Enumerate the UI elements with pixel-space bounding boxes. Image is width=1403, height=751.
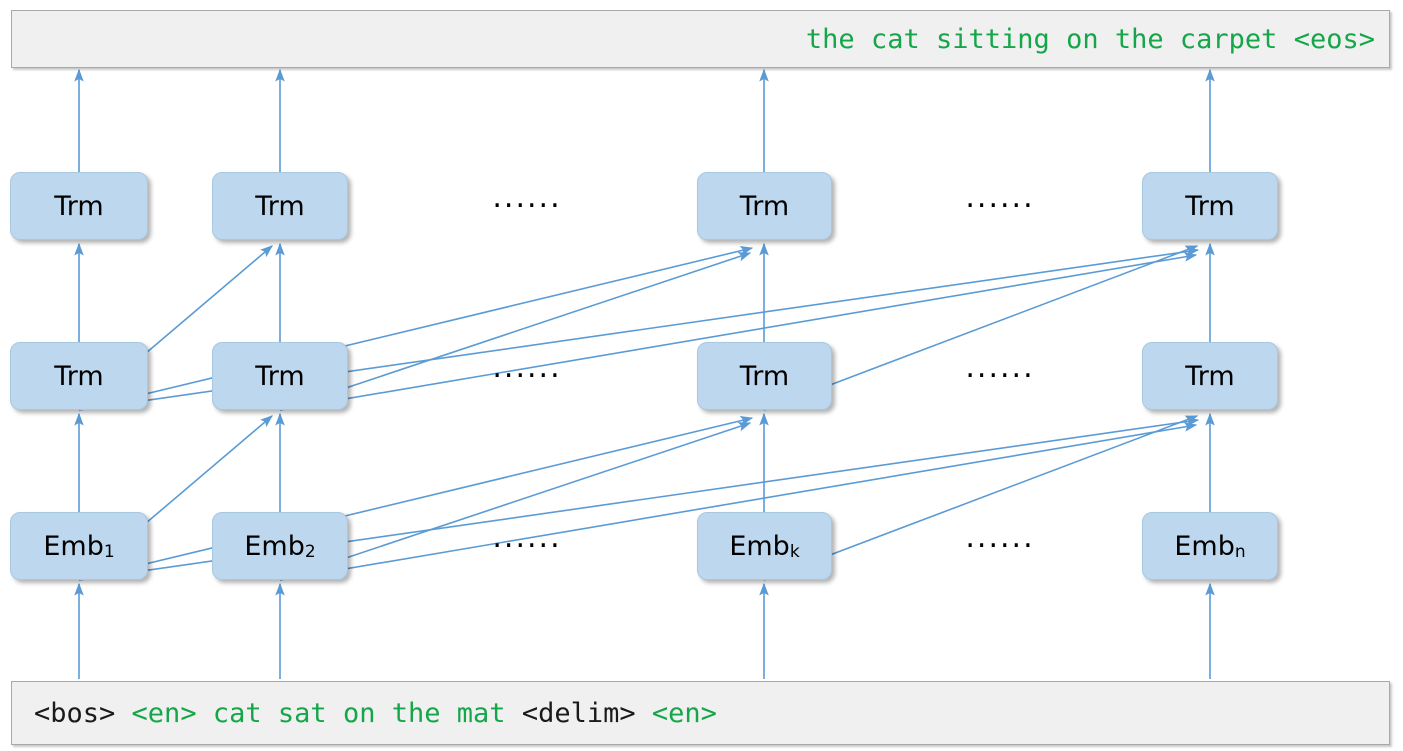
- input-token-lang: <en>: [131, 697, 197, 729]
- input-space: [375, 698, 391, 729]
- input-token: sat: [277, 697, 327, 729]
- emb-colk-subscript: k: [789, 541, 800, 562]
- trm-l2-colk[interactable]: Trm: [697, 172, 832, 240]
- trm-l1-colk-label: Trm: [739, 360, 790, 392]
- trm-l2-col2[interactable]: Trm: [212, 172, 348, 240]
- trm-l1-colk[interactable]: Trm: [697, 342, 832, 410]
- input-space: [636, 698, 652, 729]
- input-space: [197, 698, 213, 729]
- trm-l1-col1[interactable]: Trm: [10, 342, 148, 410]
- ellipsis-trm-layer1-right: ······: [965, 358, 1035, 394]
- arrow-l1-c1-to-l2-ck: [78, 246, 754, 411]
- trm-l2-col1[interactable]: Trm: [10, 172, 148, 240]
- arrow-emb-c1-to-l1-ck: [78, 416, 754, 581]
- input-token-bos: <bos>: [34, 697, 116, 729]
- trm-l2-coln[interactable]: Trm: [1142, 172, 1278, 240]
- output-token: the: [805, 23, 855, 55]
- trm-l1-col2-label: Trm: [255, 360, 305, 392]
- emb-col1-label: Emb: [43, 530, 104, 562]
- trm-l1-coln-label: Trm: [1185, 360, 1235, 392]
- output-token: on: [1066, 23, 1099, 55]
- input-token: cat: [212, 697, 262, 729]
- trm-l1-col1-label: Trm: [54, 360, 104, 392]
- trm-l1-coln[interactable]: Trm: [1142, 342, 1278, 410]
- input-space: [327, 698, 343, 729]
- trm-l2-col2-label: Trm: [255, 190, 305, 222]
- emb-coln-label: Emb: [1174, 530, 1235, 562]
- trm-l2-coln-label: Trm: [1185, 190, 1235, 222]
- ellipsis-trm-layer1-left: ······: [492, 358, 562, 394]
- input-token: mat: [456, 697, 506, 729]
- input-space: [115, 698, 131, 729]
- ellipsis-trm-layer2-left: ······: [492, 188, 562, 224]
- input-sequence-bar: <bos> <en> cat sat on the mat <delim> <e…: [11, 681, 1390, 745]
- arrow-emb-c2-to-l1-cn: [279, 422, 1198, 581]
- output-token: cat: [870, 23, 920, 55]
- trm-l2-colk-label: Trm: [739, 190, 790, 222]
- emb-coln-subscript: n: [1234, 541, 1246, 562]
- emb-col2-label: Emb: [244, 530, 305, 562]
- arrow-l1-c2-to-l2-cn: [279, 252, 1198, 411]
- emb-col2-subscript: 2: [304, 541, 316, 562]
- ellipsis-trm-layer2-right: ······: [965, 188, 1035, 224]
- emb-colk-label: Emb: [729, 530, 790, 562]
- input-token: the: [391, 697, 441, 729]
- output-space: [855, 24, 871, 55]
- input-token-lang2: <en>: [651, 697, 717, 729]
- output-space: [1099, 24, 1115, 55]
- output-space: [1164, 24, 1180, 55]
- trm-l2-col1-label: Trm: [54, 190, 104, 222]
- output-space: [1277, 24, 1293, 55]
- output-sequence-bar: the cat sitting on the carpet <eos>: [11, 10, 1390, 68]
- input-token: on: [342, 697, 376, 729]
- arrow-emb-c2-to-l1-ck: [279, 422, 752, 581]
- output-token: the: [1114, 23, 1164, 55]
- output-space: [1050, 24, 1066, 55]
- input-space: [506, 698, 522, 729]
- output-token: carpet: [1179, 23, 1278, 55]
- ellipsis-emb-right: ······: [965, 528, 1035, 564]
- output-token: sitting: [936, 23, 1050, 55]
- input-token-delim: <delim>: [521, 697, 636, 729]
- arrow-l1-c2-to-l2-ck: [279, 252, 752, 411]
- trm-l1-col2[interactable]: Trm: [212, 342, 348, 410]
- output-space: [920, 24, 936, 55]
- arrow-emb-ck-to-l1-cn: [763, 415, 1199, 581]
- emb-col1-subscript: 1: [103, 541, 115, 562]
- input-space: [262, 698, 278, 729]
- input-space: [441, 698, 457, 729]
- ellipsis-emb-left: ······: [492, 528, 562, 564]
- arrow-l1-ck-to-l2-cn: [763, 245, 1199, 411]
- output-token-eos: <eos>: [1293, 23, 1375, 55]
